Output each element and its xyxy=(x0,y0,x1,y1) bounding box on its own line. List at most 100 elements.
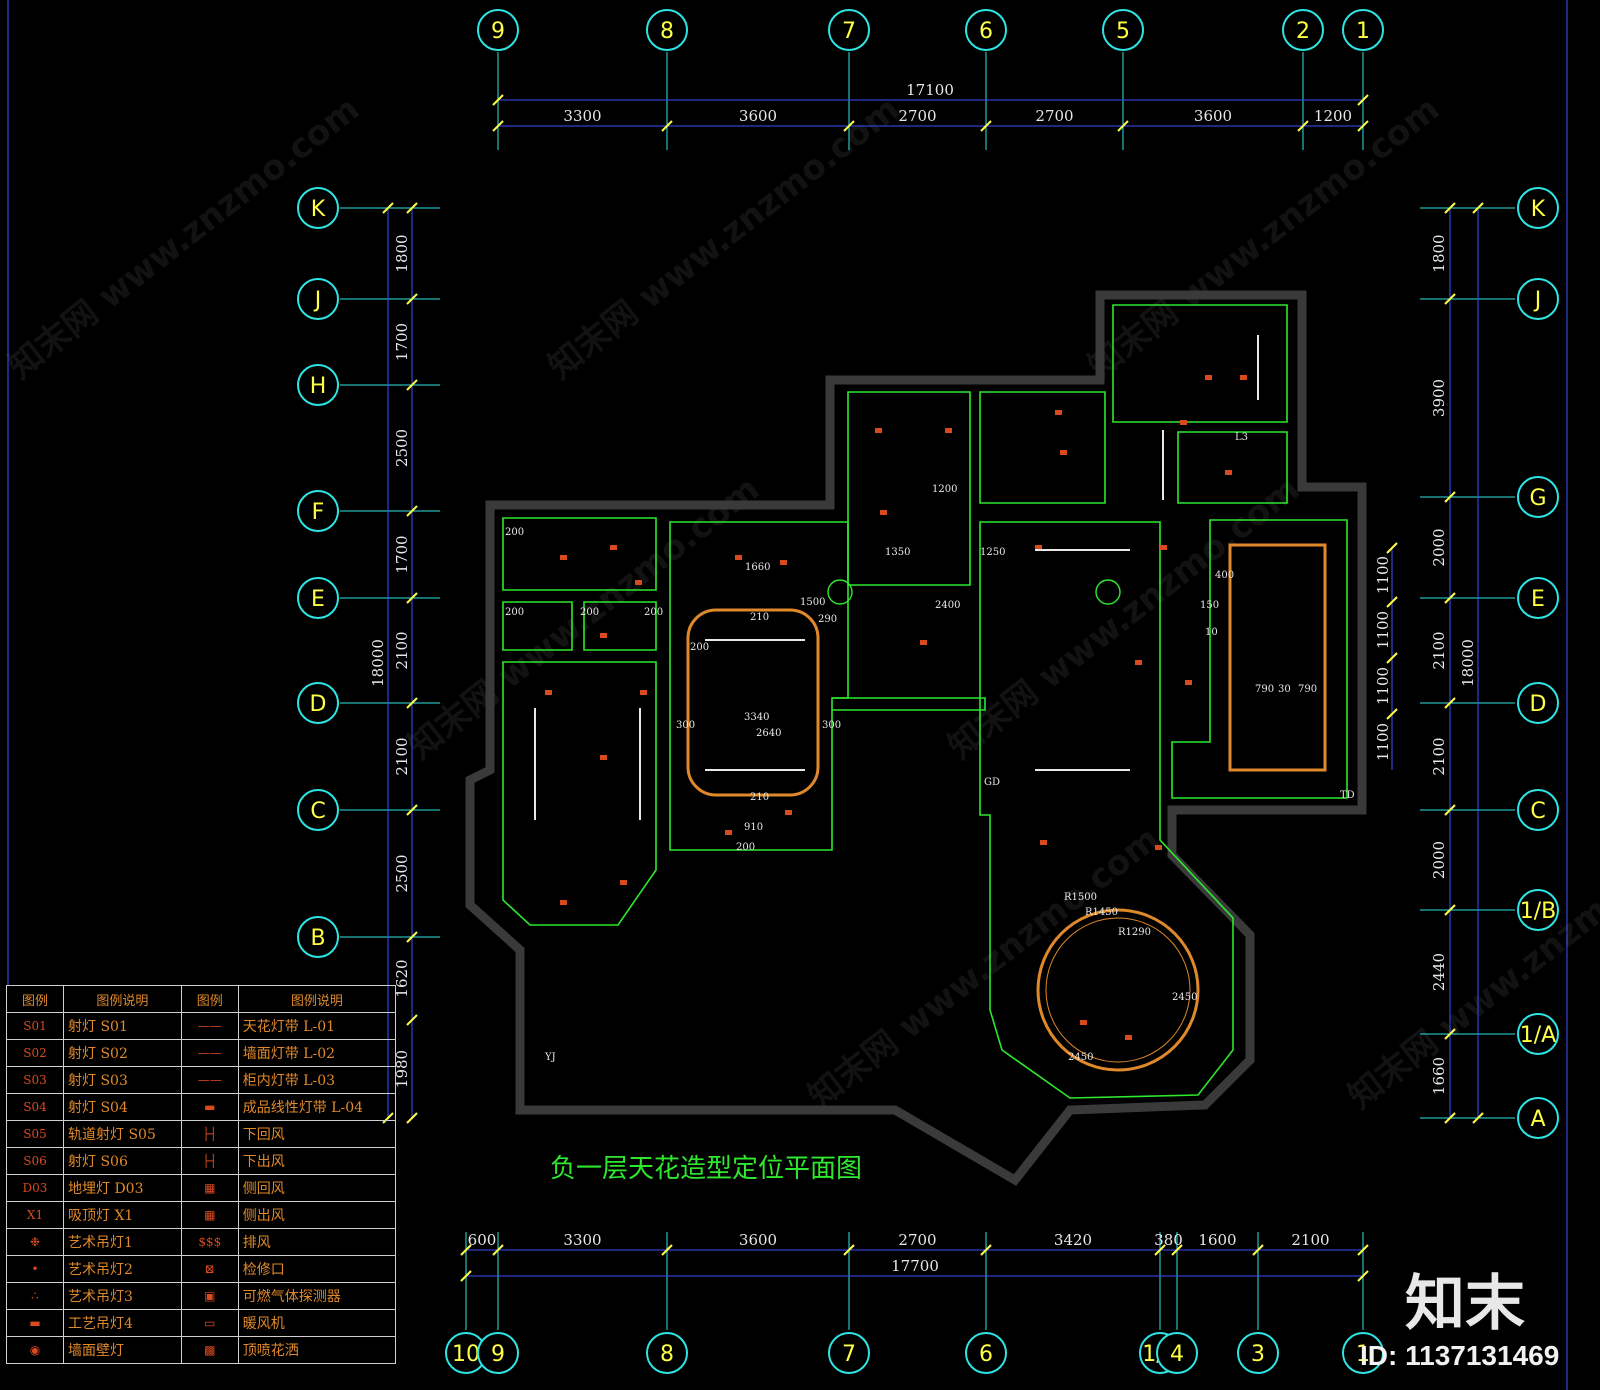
axis-bubble xyxy=(1102,9,1144,51)
room-mark: TD xyxy=(1340,790,1355,801)
room-mark: 3340 xyxy=(744,712,769,723)
legend-description: 下回风 xyxy=(237,1120,397,1148)
dim-tick xyxy=(406,293,418,305)
axis-bubble xyxy=(297,789,339,831)
axis-bubble xyxy=(1517,187,1559,229)
dim-text: 3900 xyxy=(1430,379,1448,417)
axis-bubble xyxy=(646,9,688,51)
legend-row: ◉墙面壁灯▩顶喷花洒 xyxy=(6,1336,397,1364)
room-mark: 10 xyxy=(1205,627,1218,638)
dim-tick xyxy=(406,379,418,391)
dim-text: 2500 xyxy=(393,854,411,892)
legend-symbol: ├┤ xyxy=(180,1147,239,1175)
dim-tick xyxy=(1444,697,1456,709)
light-fixture xyxy=(1055,410,1062,415)
room-mark: 2400 xyxy=(935,600,960,611)
axis-label: 6 xyxy=(979,1342,993,1367)
dim-tick xyxy=(1357,94,1369,106)
legend-header: 图例说明 xyxy=(237,985,397,1013)
axis-bubble xyxy=(1517,682,1559,724)
dim-text: 600 xyxy=(468,1231,497,1249)
light-fixture xyxy=(640,690,647,695)
dim-text: 2700 xyxy=(898,1231,936,1249)
dim-tick xyxy=(1444,491,1456,503)
light-fixture xyxy=(1125,1035,1132,1040)
dim-text: 3420 xyxy=(1054,1231,1092,1249)
dim-tick xyxy=(1154,1244,1166,1256)
axis-bubble xyxy=(297,577,339,619)
legend-description: 墙面壁灯 xyxy=(63,1336,182,1364)
axis-bubble xyxy=(297,187,339,229)
legend-symbol: —— xyxy=(180,1012,239,1040)
room-mark: 300 xyxy=(822,720,841,731)
axis-label: 5 xyxy=(1116,19,1130,44)
room-mark: 2450 xyxy=(1068,1052,1093,1063)
dim-tick xyxy=(460,1244,472,1256)
dim-text: 2500 xyxy=(393,429,411,467)
light-fixture xyxy=(725,830,732,835)
room-mark: R1500 xyxy=(1064,892,1097,903)
axis-label: J xyxy=(1533,288,1542,313)
legend-symbol: • xyxy=(6,1255,64,1283)
round-column xyxy=(827,579,853,605)
axis-bubble xyxy=(1342,9,1384,51)
dim-tick xyxy=(1386,542,1398,554)
room-mark: 2640 xyxy=(756,728,781,739)
legend-description: 顶喷花洒 xyxy=(237,1336,397,1364)
room-mark: 210 xyxy=(750,792,769,803)
legend-header: 图例说明 xyxy=(63,985,182,1013)
circular-lamp-inner xyxy=(1045,917,1191,1063)
axis-label: 4 xyxy=(1170,1342,1184,1367)
dim-text: 3600 xyxy=(1194,107,1232,125)
overall-dim-text: 18000 xyxy=(1459,639,1477,687)
light-fixture xyxy=(1225,470,1232,475)
legend-description: 射灯 S03 xyxy=(63,1066,182,1094)
light-fixture xyxy=(1040,840,1047,845)
dim-tick xyxy=(1444,293,1456,305)
dim-tick xyxy=(492,120,504,132)
dim-tick xyxy=(406,202,418,214)
axis-bubble xyxy=(477,1332,519,1374)
dim-text: 2700 xyxy=(898,107,936,125)
dim-tick xyxy=(1357,1270,1369,1282)
room-mark: 200 xyxy=(690,642,709,653)
axis-bubble xyxy=(965,9,1007,51)
legend-symbol: ❉ xyxy=(6,1228,64,1256)
axis-label: C xyxy=(1530,799,1545,824)
dim-tick xyxy=(382,202,394,214)
dim-text: 3300 xyxy=(563,1231,601,1249)
dim-tick xyxy=(406,505,418,517)
room-mark: 200 xyxy=(505,527,524,538)
axis-bubble xyxy=(1282,9,1324,51)
legend-description: 可燃气体探测器 xyxy=(237,1282,397,1310)
watermark-text: 知末网 www.znzmo.com xyxy=(1,89,367,387)
light-fixture xyxy=(1060,450,1067,455)
axis-label: E xyxy=(1531,587,1545,612)
room-mark: 1250 xyxy=(980,547,1005,558)
room-mark: 300 xyxy=(676,720,695,731)
room-outline xyxy=(502,517,657,591)
light-fixture xyxy=(1035,545,1042,550)
dim-text: 1980 xyxy=(393,1050,411,1088)
light-fixture xyxy=(1185,680,1192,685)
overall-dim-text: 17700 xyxy=(891,1257,939,1275)
room-mark: 210 xyxy=(750,612,769,623)
legend-symbol: ▦ xyxy=(180,1201,239,1229)
legend-symbol: ⊠ xyxy=(180,1255,239,1283)
axis-bubble xyxy=(965,1332,1007,1374)
dim-tick xyxy=(406,1112,418,1124)
legend-row: ∴艺术吊灯3▣可燃气体探测器 xyxy=(6,1282,397,1310)
room-mark: 150 xyxy=(1200,600,1219,611)
dim-tick xyxy=(492,94,504,106)
room-outline xyxy=(502,601,573,651)
light-fixture xyxy=(920,640,927,645)
legend-symbol: S02 xyxy=(6,1039,64,1067)
room-mark: 1660 xyxy=(745,562,770,573)
ceiling-outlines xyxy=(502,304,1348,1099)
dim-tick xyxy=(1357,120,1369,132)
dim-tick xyxy=(406,1014,418,1026)
